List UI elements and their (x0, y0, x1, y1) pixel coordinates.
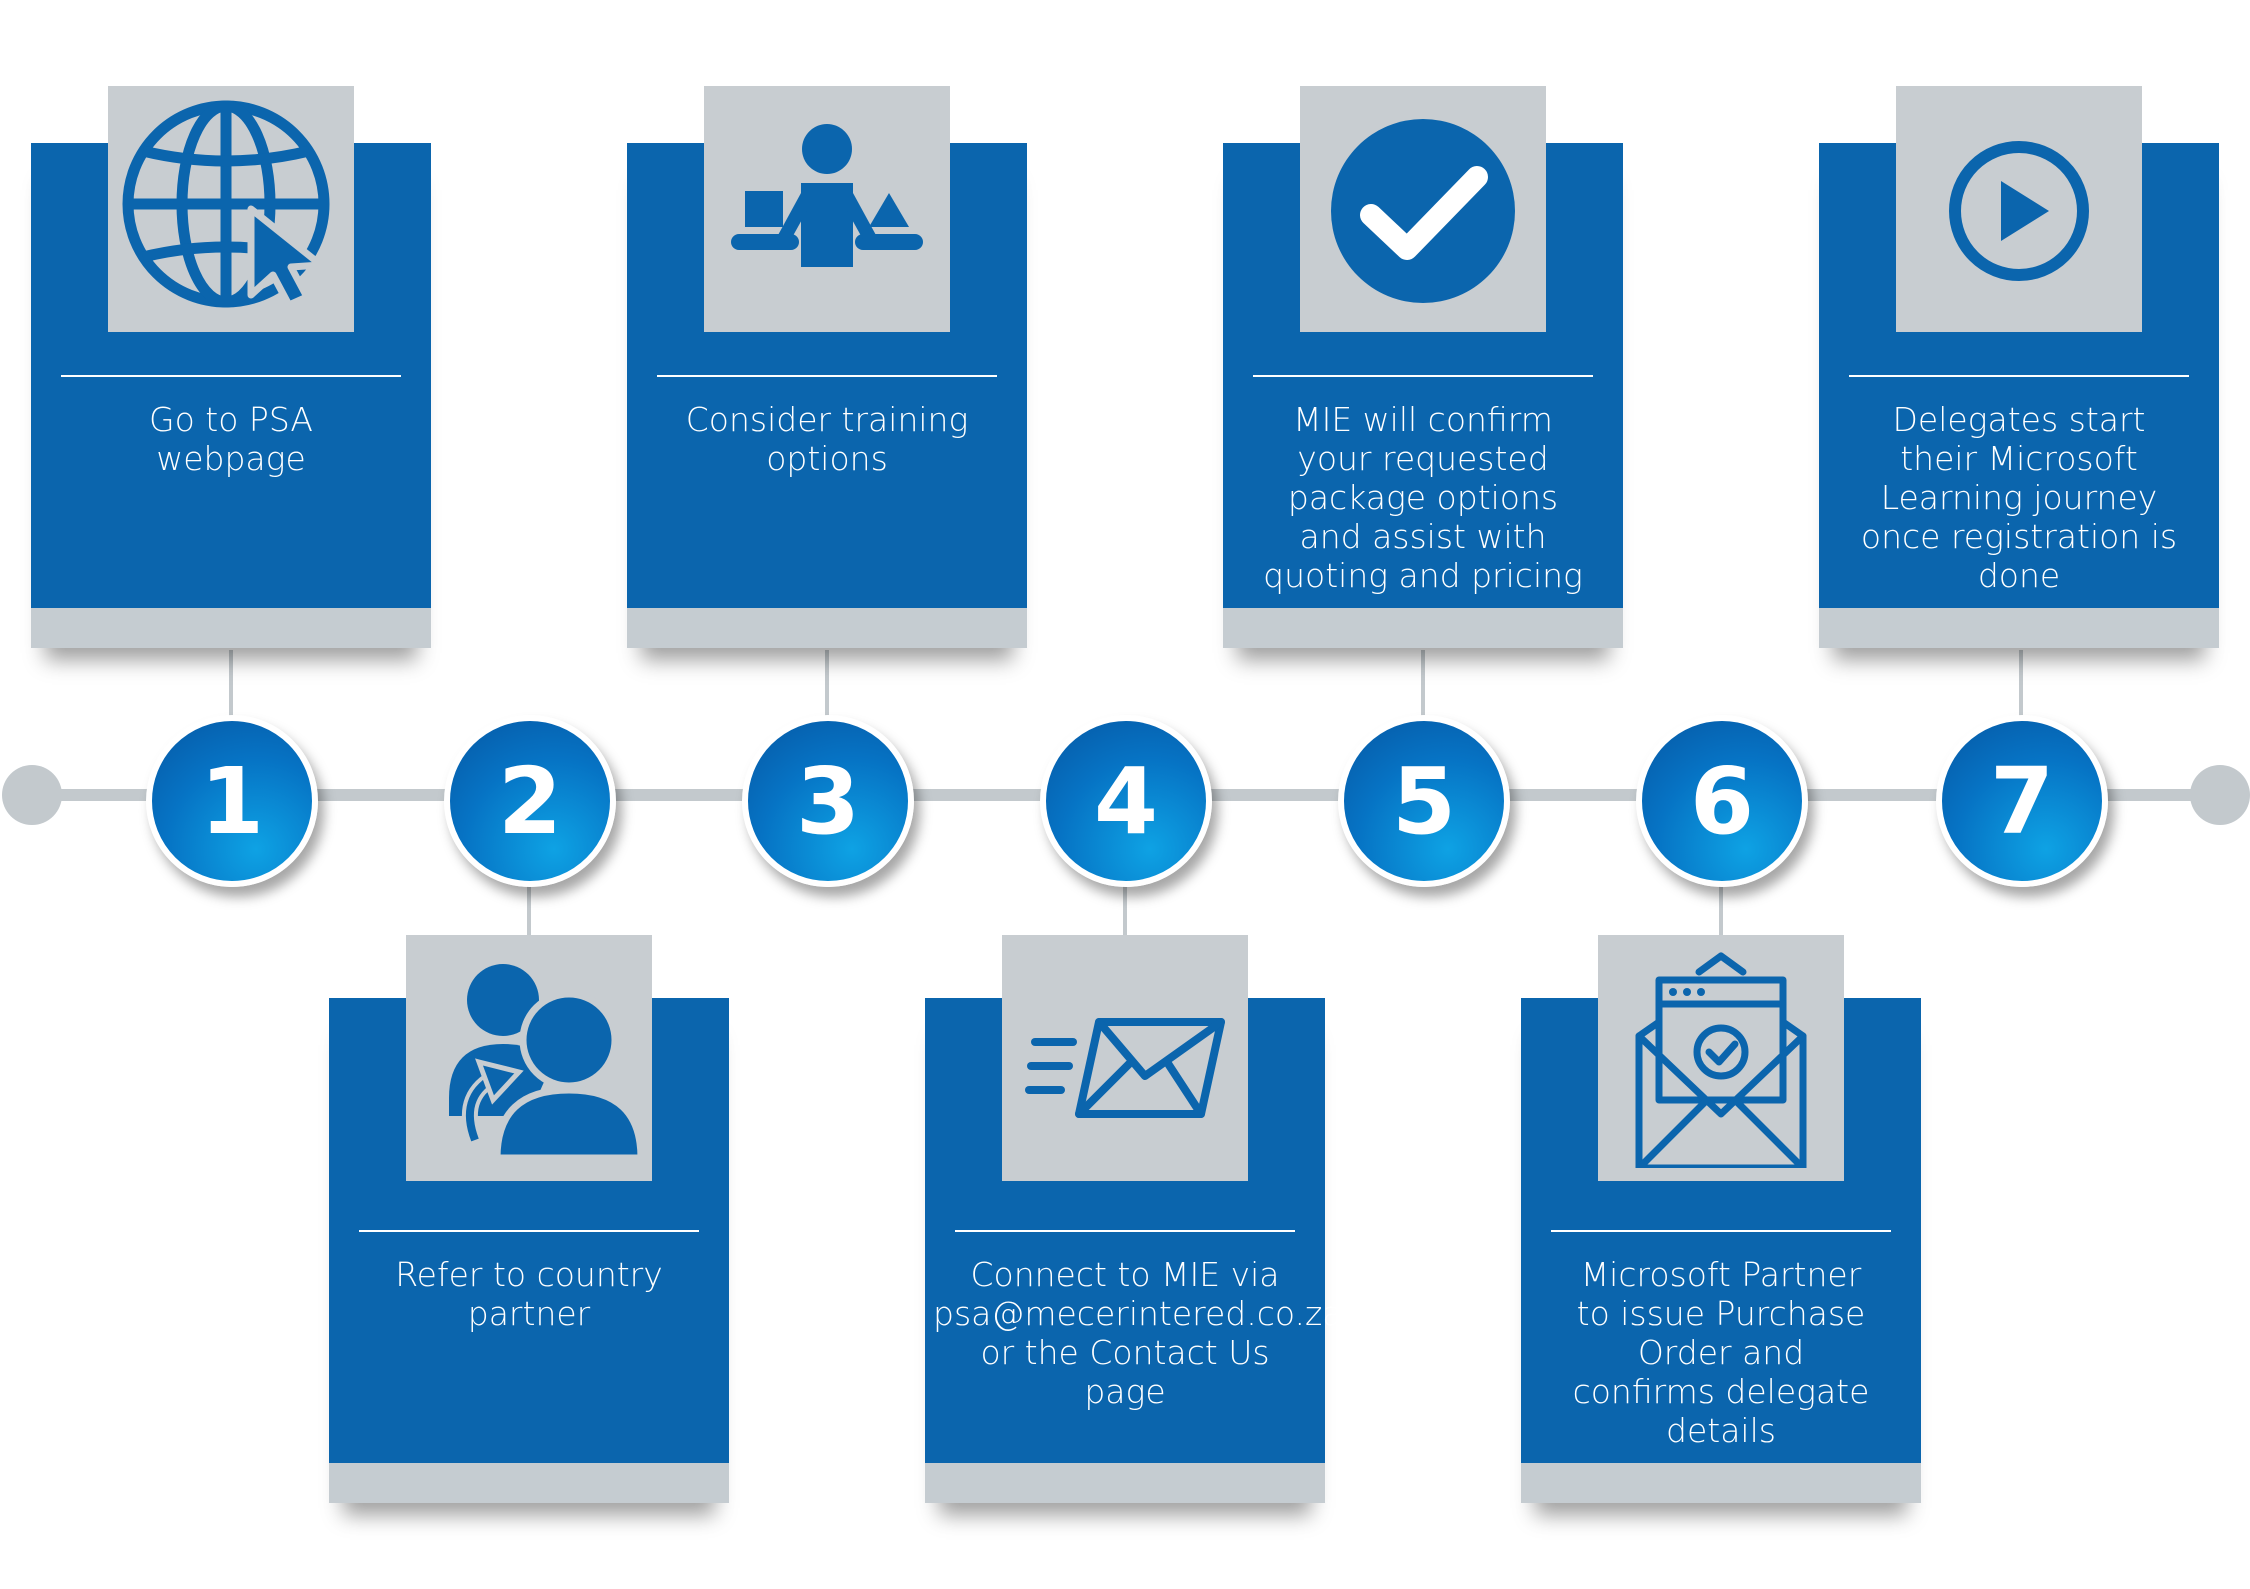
step-6-number-circle: 6 (1636, 715, 1808, 887)
divider (1253, 375, 1593, 377)
divider (1551, 1230, 1891, 1232)
step-5-card: MIE will confirm your requested package … (1223, 143, 1623, 648)
users-refer-icon (449, 964, 639, 1162)
step-2-icon-tile (406, 935, 652, 1181)
step-3-text: Consider training options (685, 400, 969, 478)
step-6-icon-tile (1598, 935, 1844, 1181)
step-1-text: Go to PSA webpage (149, 400, 313, 478)
connector-step-6 (1719, 860, 1723, 1000)
connector-step-5 (1421, 650, 1425, 730)
card-bottom-band (31, 608, 431, 648)
step-5-text: MIE will confirm your requested package … (1263, 400, 1583, 595)
card-bottom-band (329, 1463, 729, 1503)
divider (61, 375, 401, 377)
step-3-card: Consider training options (627, 143, 1027, 648)
connector-step-2 (527, 860, 531, 1000)
connector-step-1 (229, 650, 233, 730)
step-7-text: Delegates start their Microsoft Learning… (1860, 400, 2178, 595)
divider (1849, 375, 2189, 377)
card-bottom-band (1819, 608, 2219, 648)
connector-step-7 (2019, 650, 2023, 730)
step-4-number-circle: 4 (1040, 715, 1212, 887)
card-bottom-band (627, 608, 1027, 648)
step-1-icon-tile (108, 86, 354, 332)
play-icon (1949, 141, 2089, 281)
step-4-text: Connect to MIE via psa@mecerintered.co.z… (933, 1255, 1343, 1411)
step-6-text: Microsoft Partner to issue Purchase Orde… (1572, 1255, 1870, 1450)
step-2-number-circle: 2 (444, 715, 616, 887)
step-7-icon-tile (1896, 86, 2142, 332)
step-5-number-circle: 5 (1338, 715, 1510, 887)
email-confirm-icon (1635, 952, 1807, 1168)
step-5-icon-tile (1300, 86, 1546, 332)
divider (657, 375, 997, 377)
step-7-number-circle: 7 (1936, 715, 2108, 887)
card-bottom-band (1521, 1463, 1921, 1503)
send-mail-icon (1025, 1018, 1225, 1118)
step-6-card: Microsoft Partner to issue Purchase Orde… (1521, 998, 1921, 1503)
connector-step-3 (825, 650, 829, 730)
connector-step-4 (1123, 860, 1127, 1000)
timeline-end-dot (2190, 765, 2250, 825)
step-3-icon-tile (704, 86, 950, 332)
card-bottom-band (925, 1463, 1325, 1503)
person-options-icon (731, 124, 923, 267)
card-bottom-band (1223, 608, 1623, 648)
step-4-icon-tile (1002, 935, 1248, 1181)
divider (955, 1230, 1295, 1232)
step-7-card: Delegates start their Microsoft Learning… (1819, 143, 2219, 648)
timeline-start-dot (2, 765, 62, 825)
checkmark-icon (1331, 119, 1515, 303)
divider (359, 1230, 699, 1232)
step-3-number-circle: 3 (742, 715, 914, 887)
step-1-number-circle: 1 (146, 715, 318, 887)
globe-cursor-icon (122, 100, 330, 309)
step-2-text: Refer to country partner (395, 1255, 663, 1333)
